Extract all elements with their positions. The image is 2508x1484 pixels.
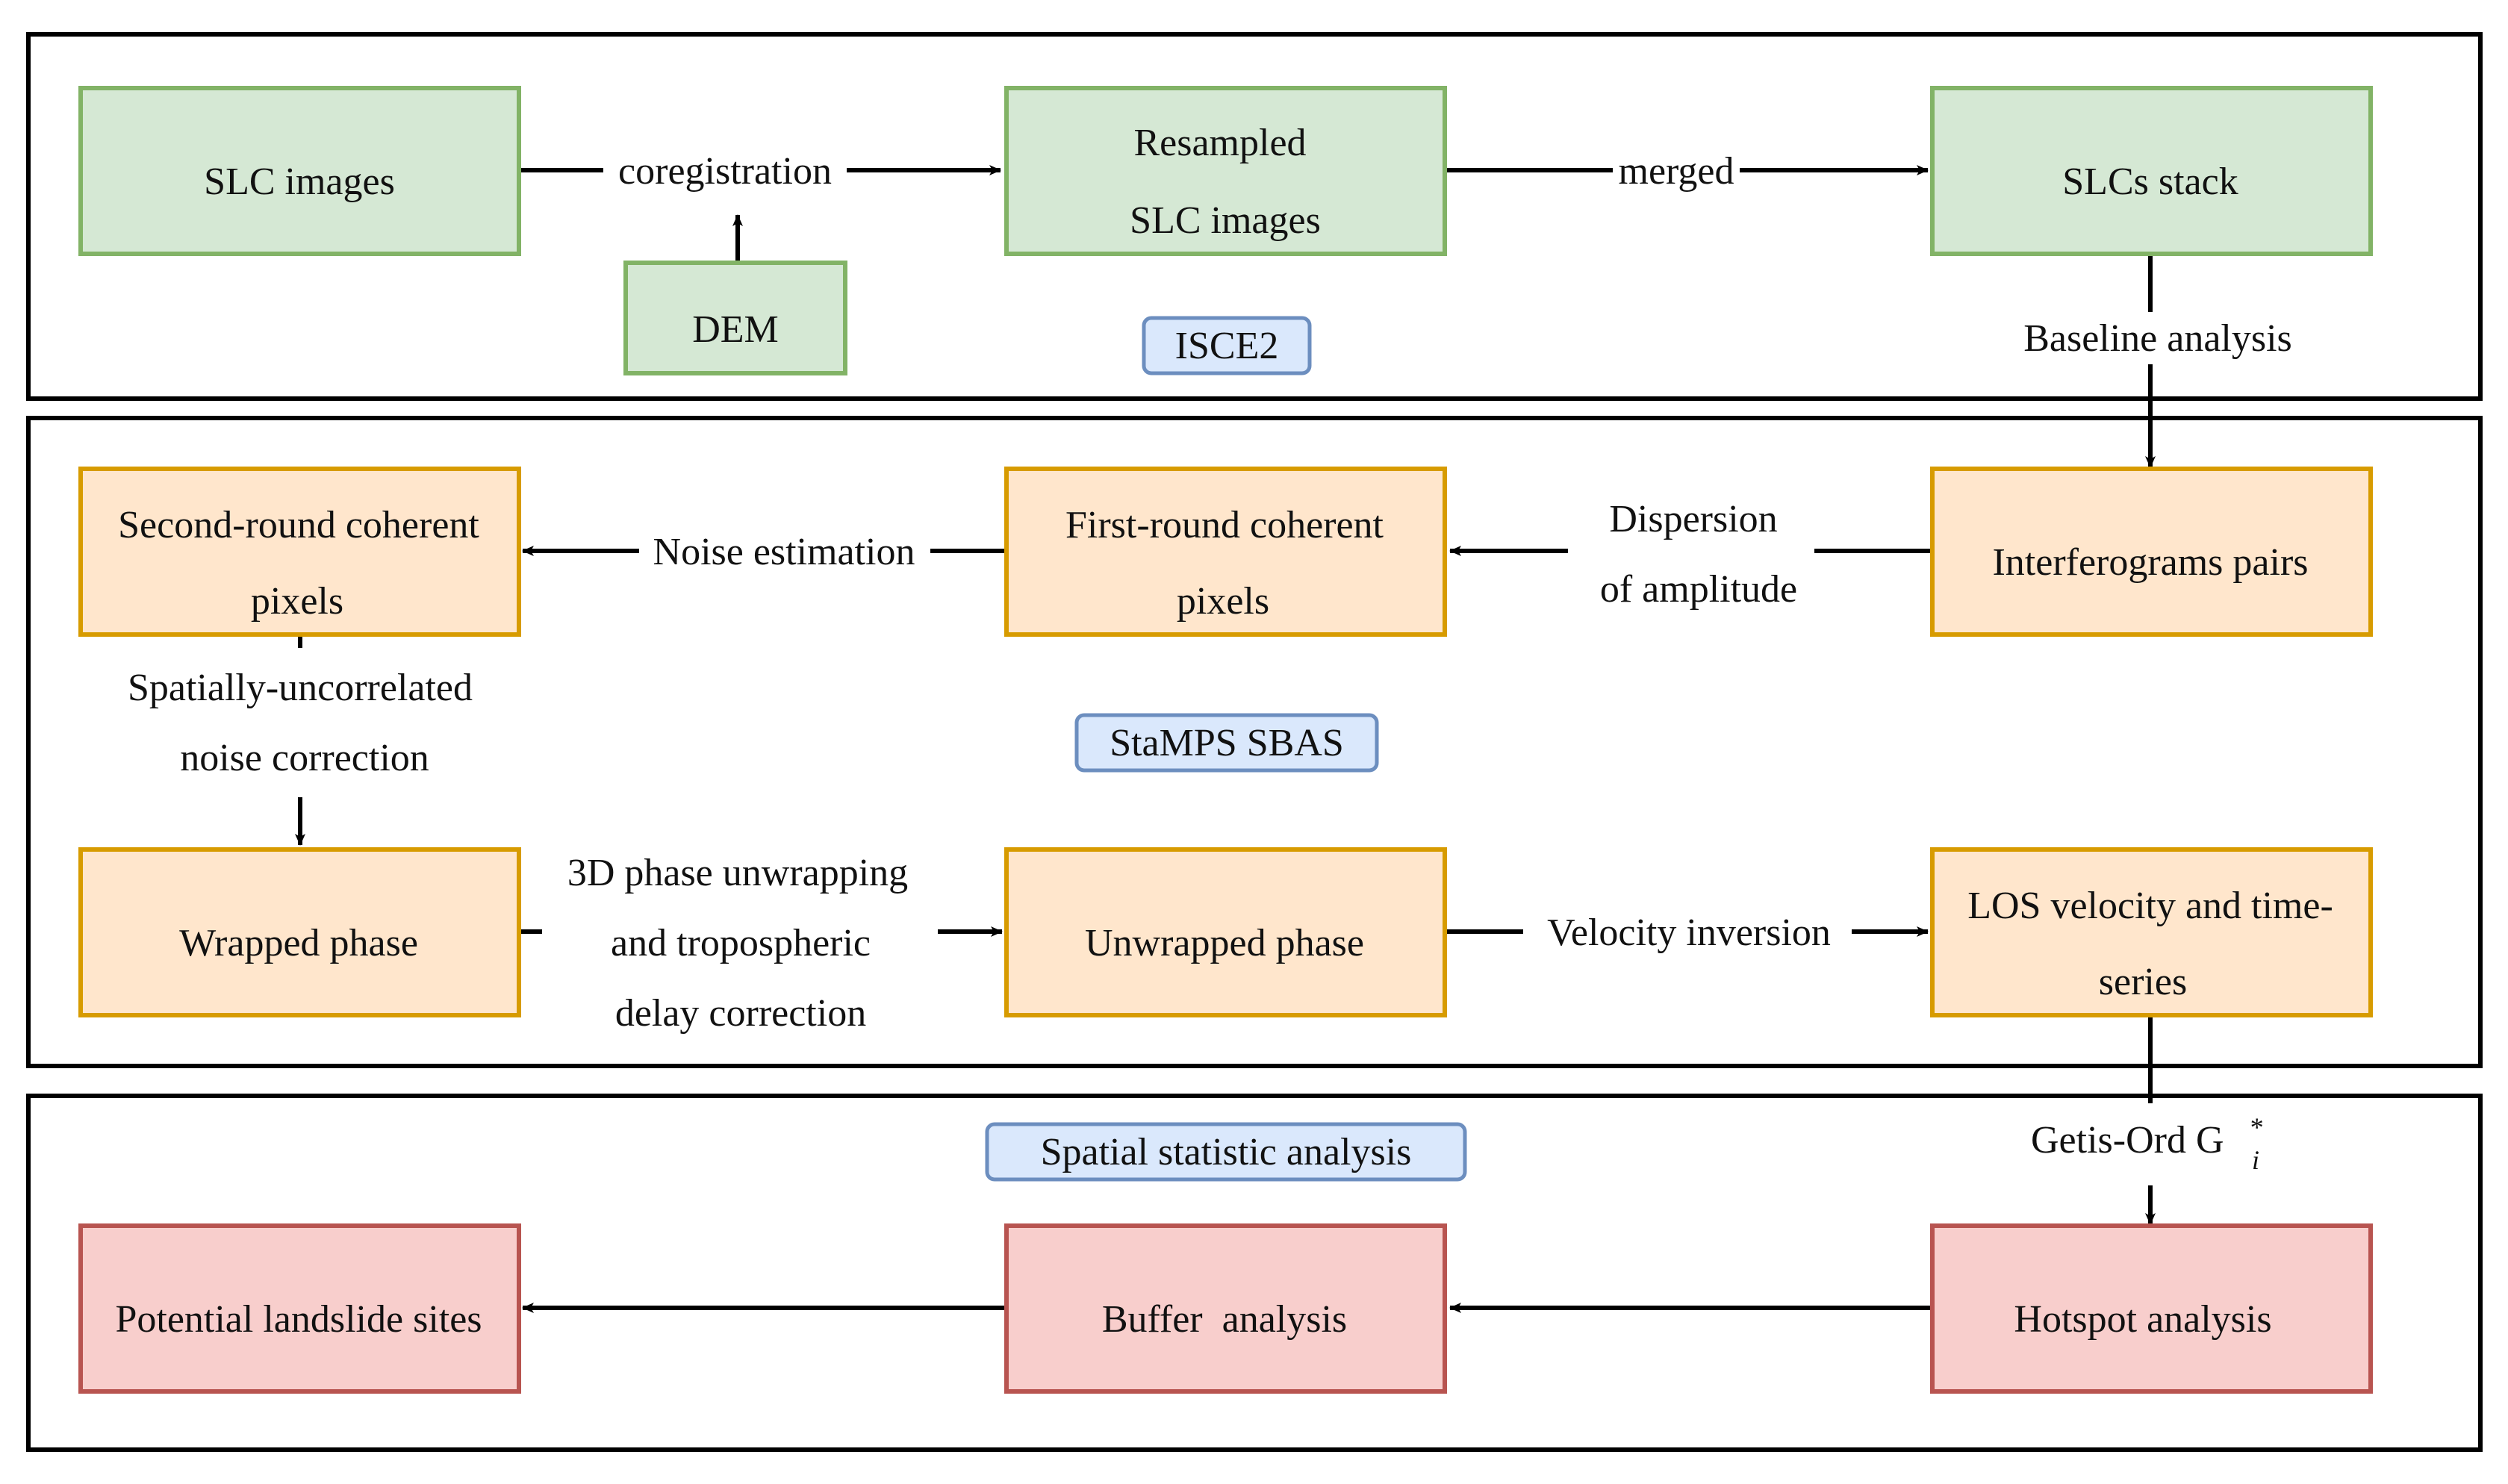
stamps-tag: [1074, 713, 1379, 773]
landslide-node: [78, 1223, 521, 1394]
hotspot-node: [1930, 1223, 2373, 1394]
wrapped-node: [78, 847, 521, 1017]
dispersion-label: Dispersion: [1609, 498, 1777, 540]
resampled-label-line2: SLC images: [1130, 199, 1321, 242]
stamps-frame: [26, 416, 2483, 1068]
wrapped-label: Wrapped phase: [179, 922, 418, 964]
los-velocity-label-line2: series: [2099, 961, 2187, 1003]
nodes: SLC images DEM Resampled SLC images SLCs…: [78, 86, 2373, 1394]
section-frames: [26, 32, 2483, 1452]
isce2-tag: [1142, 316, 1312, 375]
baseline-label: Baseline analysis: [2023, 317, 2292, 360]
getis-ord-sup: *: [2249, 1112, 2262, 1142]
los-velocity-label: LOS velocity and time-: [1967, 885, 2333, 927]
spatial-tag: [985, 1122, 1467, 1182]
isce2-tag-label: ISCE2: [1175, 325, 1279, 367]
spatial-tag-label: Spatial statistic analysis: [1041, 1131, 1412, 1173]
stamps-tag-label: StaMPS SBAS: [1110, 722, 1344, 764]
spatial-frame: [26, 1094, 2483, 1452]
buffer-label: Buffer analysis: [1102, 1298, 1347, 1341]
buffer-node: [1004, 1223, 1447, 1394]
spatial-noise-label: Spatially-uncorrelated: [128, 667, 473, 709]
isce2-frame: [26, 32, 2483, 401]
coregistration-label: coregistration: [618, 150, 832, 193]
velocity-inversion-label: Velocity inversion: [1547, 911, 1831, 954]
section-tags: ISCE2 StaMPS SBAS Spatial statistic anal…: [985, 316, 1467, 1182]
unwrapped-label: Unwrapped phase: [1085, 922, 1364, 964]
dem-label: DEM: [692, 308, 779, 351]
unwrapping-label: 3D phase unwrapping: [567, 852, 908, 894]
second-round-node: [78, 467, 521, 637]
unwrapping-label-line2: and tropospheric: [611, 922, 871, 964]
getis-ord-label: Getis-Ord G: [2031, 1119, 2224, 1162]
second-round-label: Second-round coherent: [118, 504, 479, 546]
spatial-noise-label-line2: noise correction: [180, 737, 429, 779]
interferograms-node: [1930, 467, 2373, 637]
getis-ord-sub: i: [2252, 1145, 2259, 1175]
edge-labels: coregistration merged Baseline analysis …: [97, 146, 2307, 1185]
los-velocity-node: [1930, 847, 2373, 1017]
first-round-node: [1004, 467, 1447, 637]
hotspot-label: Hotspot analysis: [2014, 1298, 2271, 1341]
resampled-node: [1004, 86, 1447, 256]
slcs-stack-node: [1930, 86, 2373, 256]
unwrapping-label-line3: delay correction: [615, 992, 866, 1035]
noise-estimation-label: Noise estimation: [653, 531, 915, 573]
unwrapped-node: [1004, 847, 1447, 1017]
merged-label: merged: [1619, 150, 1734, 193]
landslide-label: Potential landslide sites: [115, 1298, 482, 1341]
slc-images-node: [78, 86, 521, 256]
dem-node: [623, 261, 847, 375]
resampled-label: Resampled: [1133, 122, 1306, 164]
interferograms-label: Interferograms pairs: [1992, 541, 2308, 584]
first-round-label: First-round coherent: [1065, 504, 1384, 546]
first-round-label-line2: pixels: [1177, 580, 1269, 623]
dispersion-label-line2: of amplitude: [1600, 568, 1797, 611]
slcs-stack-label: SLCs stack: [2062, 160, 2238, 203]
slc-images-label: SLC images: [204, 160, 395, 203]
second-round-label-line2: pixels: [251, 580, 343, 623]
